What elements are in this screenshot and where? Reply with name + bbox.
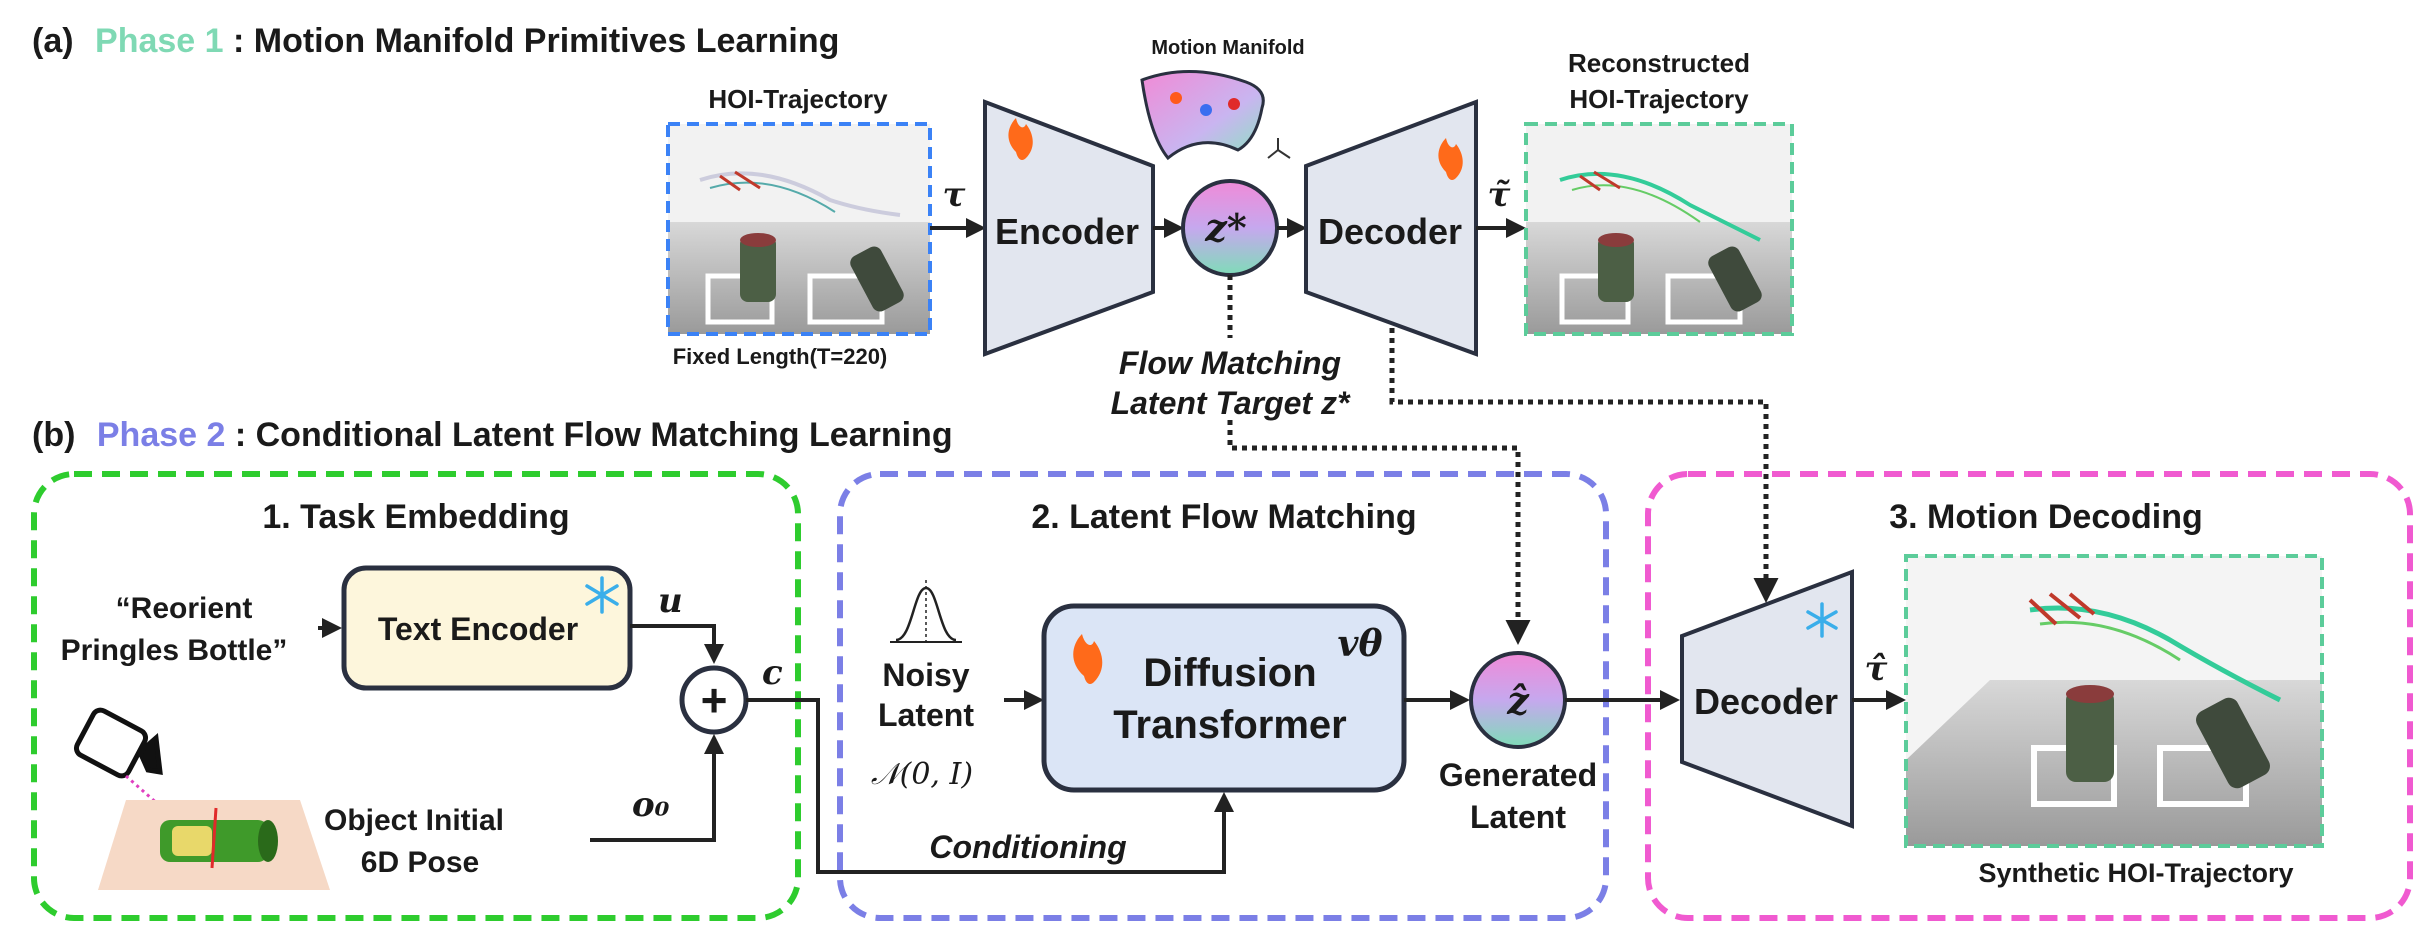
output-label-line1: Reconstructed	[1568, 48, 1750, 78]
snowflake-icon	[1806, 602, 1838, 638]
snowflake-icon	[585, 576, 619, 614]
transformer-line1: Diffusion	[1143, 651, 1316, 695]
u-symbol: u	[658, 581, 683, 621]
o0-arrow	[590, 734, 724, 842]
plus-symbol: +	[701, 674, 728, 726]
motion-manifold-label: Motion Manifold	[1151, 37, 1304, 59]
phase2-decoder-label: Decoder	[1694, 681, 1838, 722]
tau-tilde-symbol: τ̃	[1488, 175, 1511, 215]
generated-line1: Generated	[1439, 757, 1597, 793]
fire-icon	[1008, 118, 1033, 160]
latent-flow-panel	[837, 471, 1609, 921]
phase2-title-rest: : Conditional Latent Flow Matching Learn…	[235, 416, 953, 454]
output-label-line2: HOI-Trajectory	[1569, 84, 1749, 114]
noisy-line1: Noisy	[882, 657, 969, 693]
latent-flow-title: 2. Latent Flow Matching	[1031, 498, 1416, 536]
pose-line1: Object Initial	[324, 804, 504, 837]
v-theta-symbol: vθ	[1338, 623, 1383, 665]
pringles-object-image	[98, 800, 330, 890]
text-encoder-label: Text Encoder	[378, 611, 578, 647]
camera-icon	[73, 707, 163, 779]
decoder-weights-dotted-line	[1389, 328, 1779, 603]
encoder-block	[983, 99, 1155, 357]
fire-icon	[1438, 138, 1463, 180]
generated-line2: Latent	[1470, 799, 1566, 835]
motion-decoding-title: 3. Motion Decoding	[1889, 498, 2203, 536]
conditioning-label: Conditioning	[929, 829, 1126, 865]
phase2-decoder-block	[1680, 569, 1854, 829]
target-to-generated-dotted-line	[1227, 420, 1531, 645]
tau-symbol: τ	[943, 175, 966, 215]
phase1-decoder-block	[1304, 99, 1478, 357]
conditioning-arrow	[746, 698, 1234, 874]
phase1-word: Phase 1	[95, 22, 224, 60]
c-symbol: c	[762, 653, 783, 693]
flow-target-line2: Latent Target z*	[1111, 385, 1351, 421]
input-trajectory-image	[666, 122, 932, 336]
phase1-title-rest: : Motion Manifold Primitives Learning	[233, 22, 839, 60]
fixed-length-label: Fixed Length(T=220)	[673, 344, 888, 369]
u-arrow	[630, 624, 724, 664]
noise-distribution: 𝒩(0, I)	[871, 757, 973, 792]
phase1-prefix: (a)	[32, 22, 74, 60]
phase2-title: (b) Phase 2 : Conditional Latent Flow Ma…	[32, 416, 953, 454]
reconstructed-trajectory-image	[1524, 122, 1794, 336]
phase2-prefix: (b)	[32, 416, 75, 454]
pose-line2: 6D Pose	[361, 846, 479, 879]
instruction-line2: Pringles Bottle”	[61, 634, 288, 667]
flow-target-line1: Flow Matching	[1119, 345, 1341, 381]
instruction-line1: “Reorient	[116, 592, 253, 625]
synthetic-output-label: Synthetic HOI-Trajectory	[1978, 858, 2293, 888]
input-trajectory-label: HOI-Trajectory	[708, 84, 888, 114]
encoder-label: Encoder	[995, 211, 1139, 252]
phase1-title: (a) Phase 1 : Motion Manifold Primitives…	[32, 22, 839, 60]
task-embedding-panel	[31, 471, 801, 921]
phase1-decoder-label: Decoder	[1318, 211, 1462, 252]
task-embedding-title: 1. Task Embedding	[262, 498, 569, 536]
fire-icon	[1073, 634, 1103, 684]
transformer-line2: Transformer	[1113, 703, 1346, 747]
z-hat-symbol: ẑ	[1506, 678, 1530, 723]
latent-z-star-symbol: z*	[1204, 205, 1247, 250]
o0-symbol: o₀	[632, 785, 670, 825]
motion-decoding-panel	[1645, 471, 2413, 921]
motion-manifold-shape	[1140, 69, 1291, 161]
noisy-line2: Latent	[878, 697, 974, 733]
phase2-word: Phase 2	[97, 416, 226, 454]
tau-hat-symbol: τ̂	[1865, 649, 1888, 689]
synthetic-trajectory-image	[1904, 554, 2324, 848]
gaussian-icon	[890, 580, 962, 643]
